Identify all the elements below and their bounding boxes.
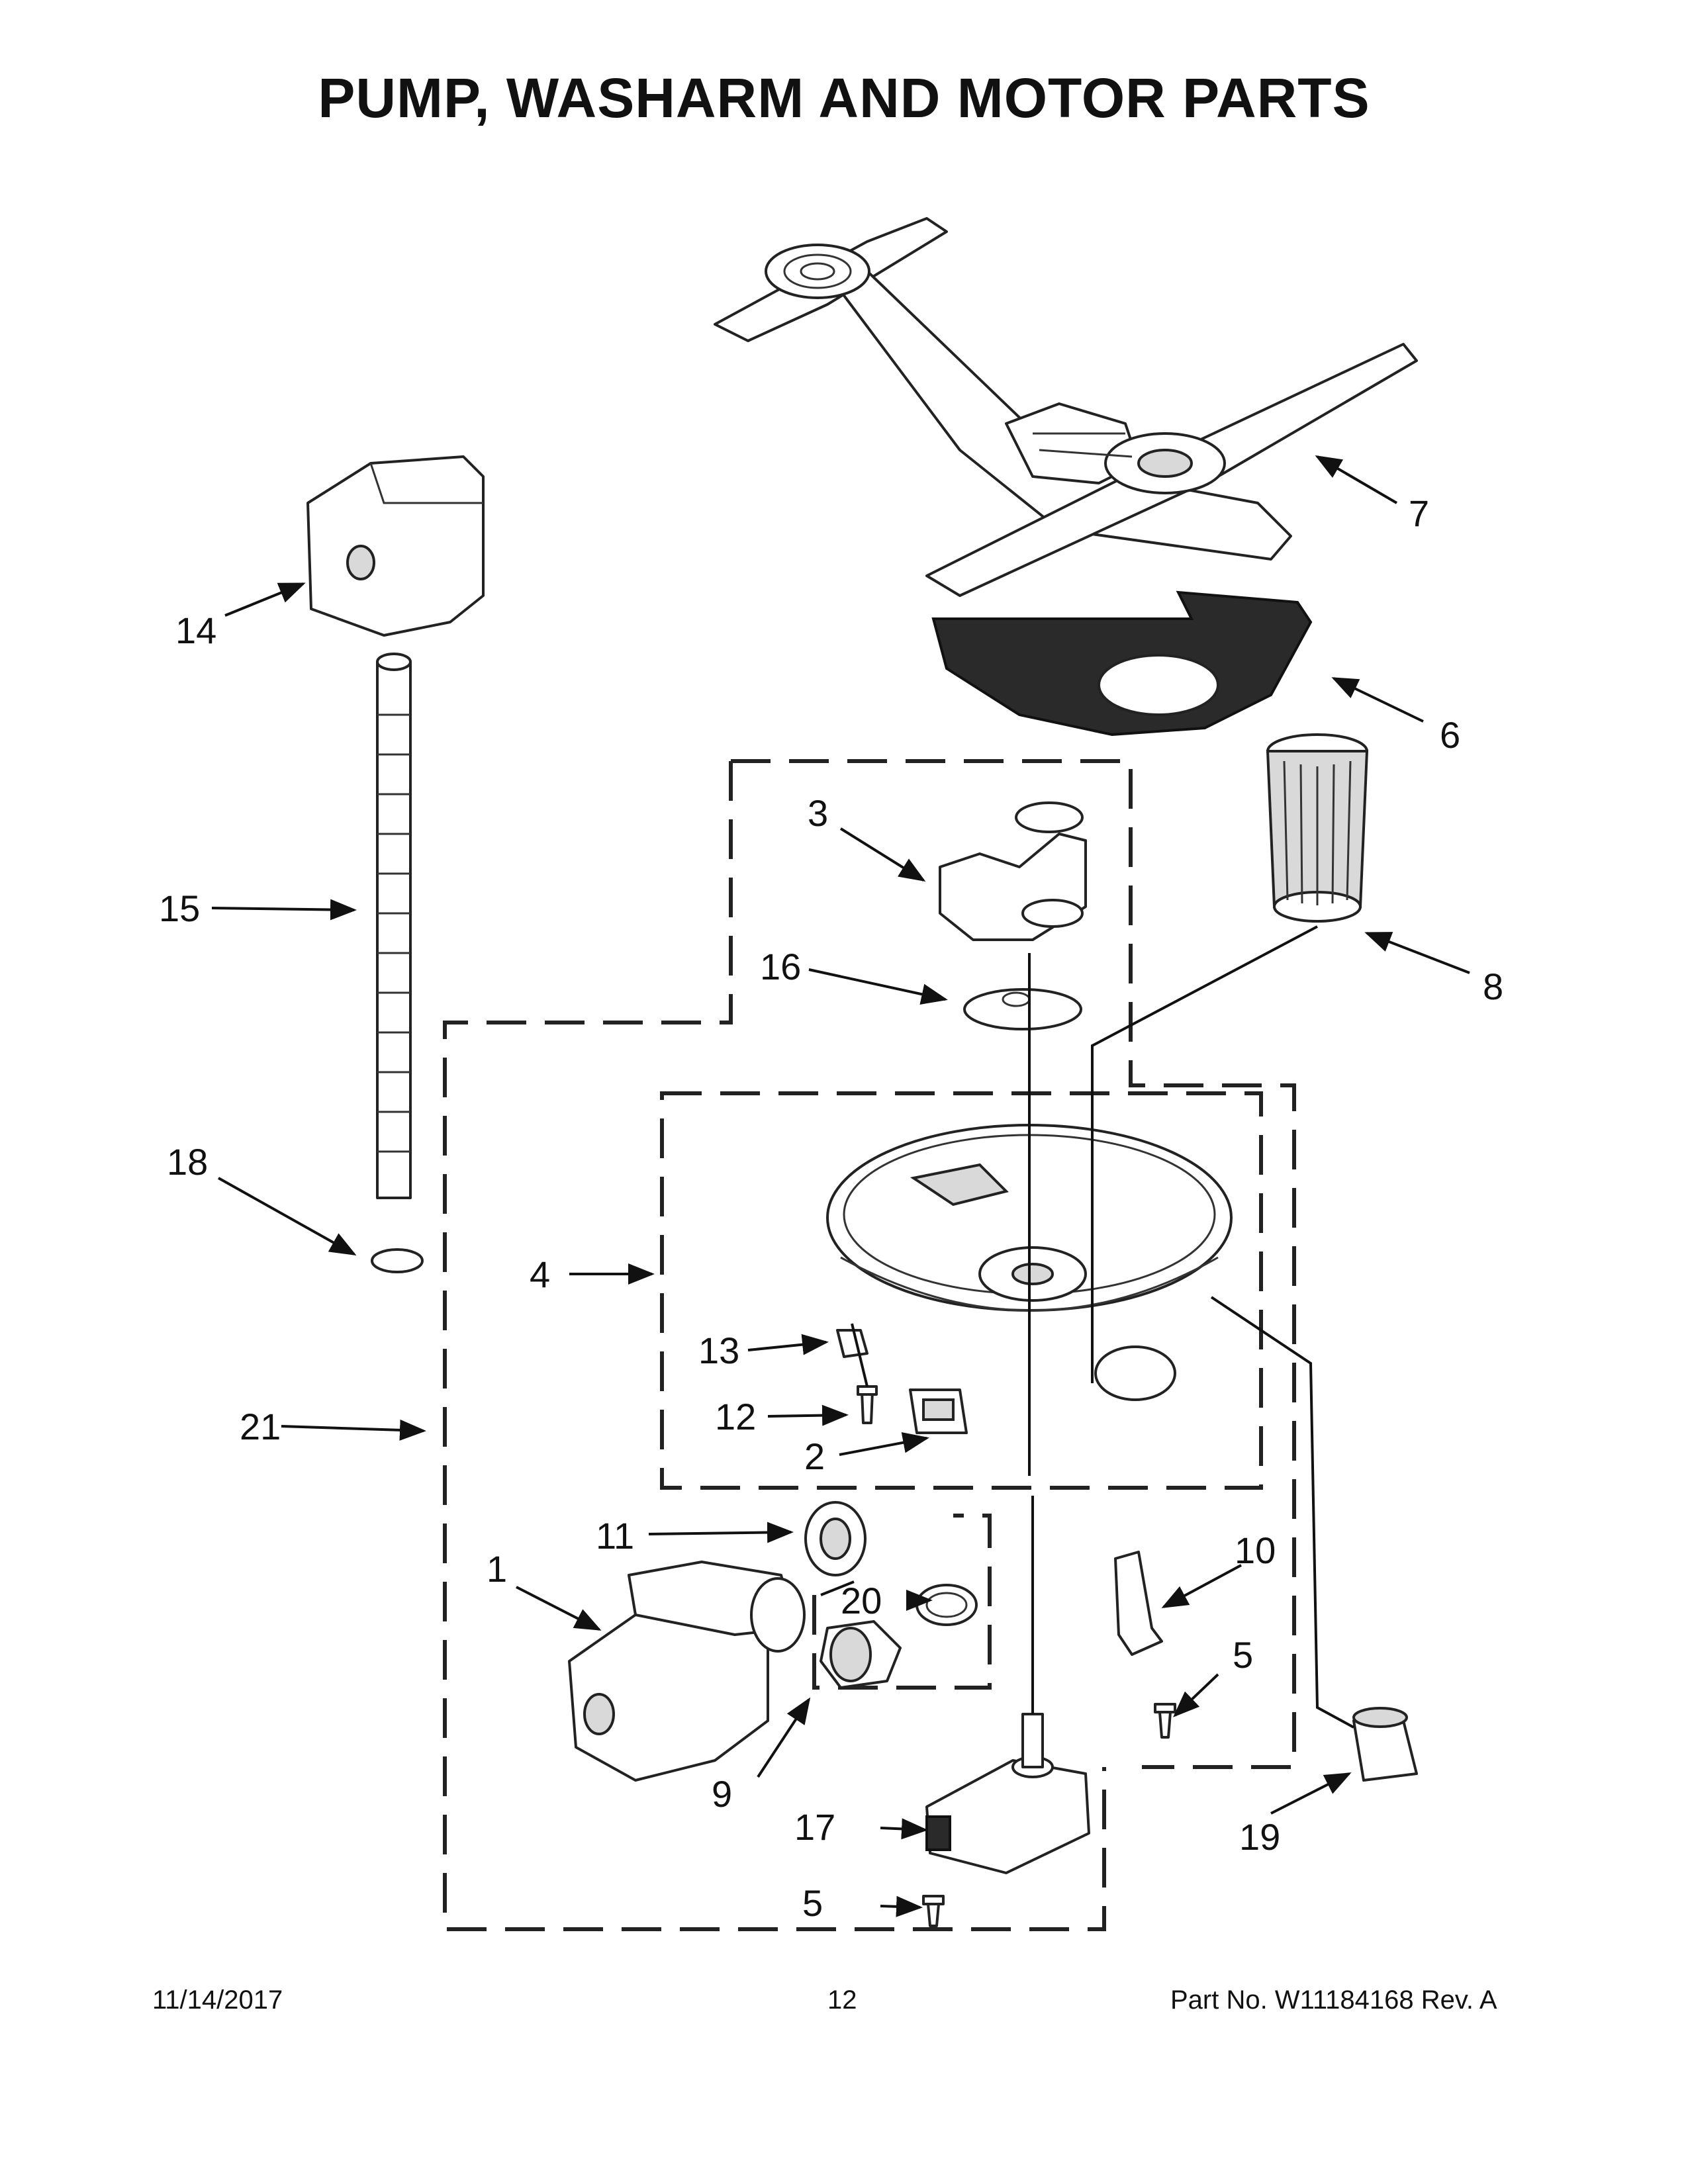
filter-shield	[931, 590, 1313, 737]
clamp-18	[371, 1248, 424, 1273]
callout-5a: 5	[1233, 1634, 1253, 1676]
hose-9	[820, 1620, 902, 1689]
group-outline-9	[812, 1514, 992, 1690]
float-switch-10	[1114, 1551, 1163, 1656]
washarm-assembly	[714, 217, 1418, 597]
callout-7: 7	[1409, 492, 1429, 534]
callout-12: 12	[715, 1396, 756, 1437]
seal-11	[804, 1501, 867, 1576]
footer-page-number: 12	[827, 1985, 857, 2015]
callout-10: 10	[1235, 1529, 1276, 1571]
screw-5a	[1154, 1703, 1176, 1739]
group-outline-3	[731, 759, 1296, 1769]
leader-arrows	[211, 455, 1470, 1917]
callout-16: 16	[760, 946, 801, 987]
callout-4: 4	[530, 1253, 550, 1295]
callout-20: 20	[841, 1580, 882, 1621]
sensor-13	[836, 1329, 868, 1358]
footer-date: 11/14/2017	[152, 1985, 283, 2015]
sensor-19	[1352, 1707, 1418, 1782]
screw-5b	[922, 1895, 945, 1927]
callout-11: 11	[596, 1515, 634, 1557]
callout-2: 2	[804, 1435, 825, 1477]
callout-19: 19	[1239, 1816, 1280, 1858]
callout-9: 9	[712, 1773, 732, 1815]
callout-8: 8	[1483, 966, 1503, 1007]
drain-pump-14	[306, 455, 485, 637]
filter-basket	[1266, 733, 1369, 923]
callout-21: 21	[240, 1406, 281, 1447]
screw-12	[857, 1385, 878, 1424]
callout-14: 14	[175, 610, 216, 651]
clamp-20	[915, 1584, 978, 1626]
gasket-16	[963, 988, 1082, 1030]
pump-motor-1	[568, 1561, 806, 1782]
callout-3: 3	[808, 792, 828, 834]
footer-part-number: Part No. W11184168 Rev. A	[1170, 1985, 1497, 2015]
connector-lines	[820, 925, 1354, 1729]
callout-18: 18	[167, 1141, 208, 1183]
callout-5b: 5	[802, 1882, 823, 1924]
callout-1: 1	[487, 1548, 507, 1590]
callout-6: 6	[1440, 714, 1460, 756]
group-outline-4	[660, 1091, 1263, 1490]
callout-17: 17	[794, 1806, 835, 1848]
group-outlines	[443, 759, 1296, 1931]
callout-15: 15	[159, 887, 200, 929]
diverter-motor-17	[925, 1713, 1090, 1874]
callout-labels: 14 15 18 4 21 3 16 7 6 8 13 12 2 11 1 20…	[159, 492, 1503, 1924]
hose-15	[376, 653, 412, 1199]
callout-13: 13	[698, 1330, 739, 1371]
group-outline-21	[443, 761, 1106, 1931]
sensor-2	[909, 1388, 968, 1434]
pump-housing-top	[939, 801, 1087, 941]
page-title: PUMP, WASHARM AND MOTOR PARTS	[318, 67, 1370, 129]
